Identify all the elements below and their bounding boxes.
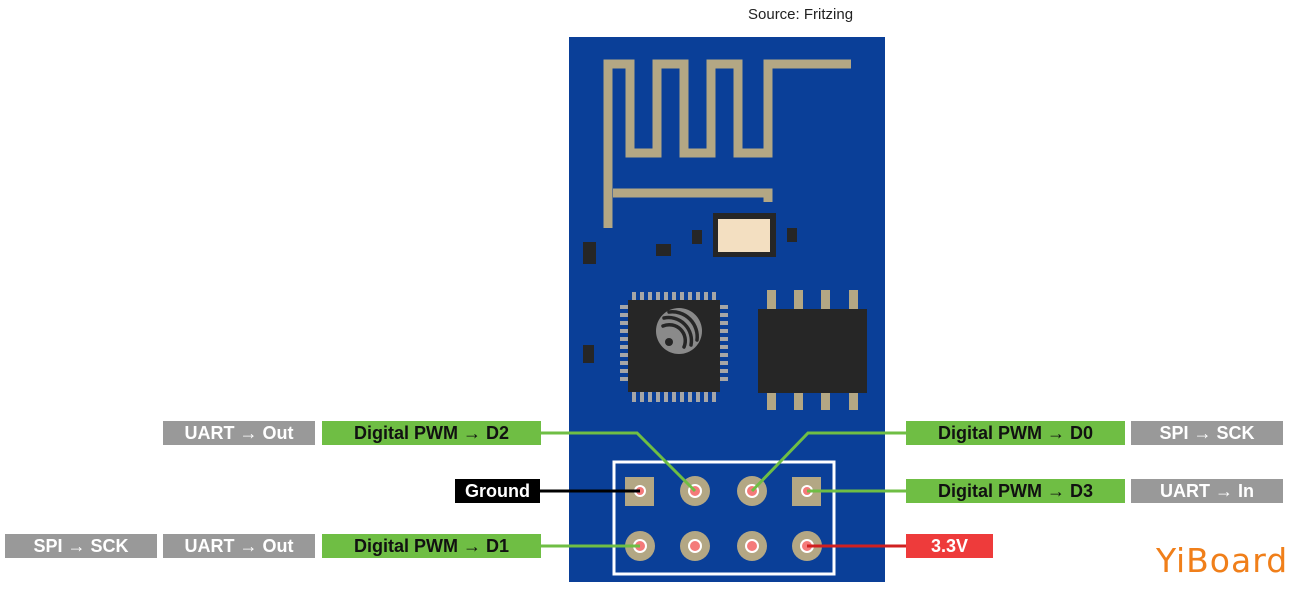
- smd-component: [583, 242, 596, 264]
- label-d2: Digital PWM → D2: [322, 421, 541, 445]
- label-power: 3.3V: [906, 534, 993, 558]
- pin-header-outline: [612, 460, 836, 576]
- label-d1: Digital PWM → D1: [322, 534, 541, 558]
- label-d3: Digital PWM → D3: [906, 479, 1125, 503]
- smd-component: [787, 228, 797, 242]
- antenna-trace-icon: [603, 59, 851, 228]
- wire-d0: [750, 431, 906, 493]
- smd-component: [656, 244, 671, 256]
- label-d0: Digital PWM → D0: [906, 421, 1125, 445]
- espressif-logo-icon: [656, 308, 702, 354]
- label-ground: Ground: [455, 479, 540, 503]
- smd-component: [583, 345, 594, 363]
- yiboard-logo: YiBoard: [1156, 541, 1289, 580]
- source-credit: Source: Fritzing: [748, 6, 854, 23]
- label-uart-out-bottom: UART → Out: [163, 534, 315, 558]
- wire-d2: [541, 431, 697, 493]
- label-uart-in: UART → In: [1131, 479, 1283, 503]
- esp-chip: [620, 292, 728, 402]
- smd-component: [692, 230, 702, 244]
- label-spi-sck-top: SPI → SCK: [1131, 421, 1283, 445]
- flash-chip: [758, 290, 867, 410]
- label-spi-sck-bottom: SPI → SCK: [5, 534, 157, 558]
- label-uart-out-top: UART → Out: [163, 421, 315, 445]
- led-lens: [718, 219, 770, 252]
